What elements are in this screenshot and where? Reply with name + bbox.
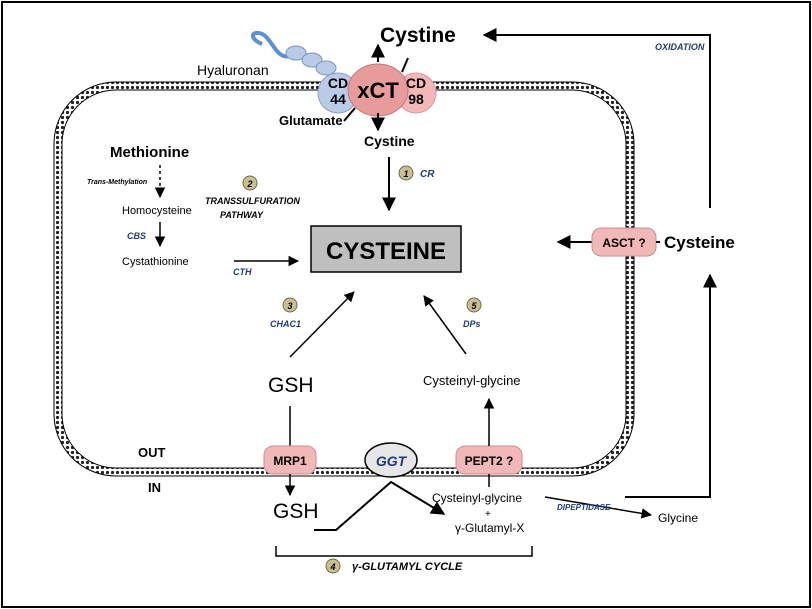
asct-label: ASCT ? [602,236,645,250]
out-label: OUT [138,445,166,460]
badge-1 [398,165,414,181]
transsulfuration-line2: PATHWAY [220,210,264,220]
badge-2-text: 2 [246,179,252,189]
cysteine-outer-label: Cysteine [664,233,735,252]
chac1-label: CHAC1 [270,319,301,329]
hyaluronan-chain [251,31,291,59]
glutamate-line [343,107,356,122]
homocysteine-label: Homocysteine [122,205,192,217]
gamma-cycle-bracket [275,546,533,557]
glutamate-label: Glutamate [279,113,343,128]
mrp1-label: MRP1 [273,454,307,468]
cysgly-outer-label: Cysteinyl-glycine [432,491,522,505]
trans-methylation-label: Trans-Methylation [87,179,147,186]
ggt-enzyme [364,442,418,478]
badge-2 [242,175,258,191]
oxidation-path [482,28,711,208]
cd44-label-bottom: 44 [330,91,346,107]
gamma-glutamyl-x-label: γ-Glutamyl-X [455,521,524,535]
cd98-label-bottom: 98 [408,91,424,107]
cystathionine-label: Cystathionine [122,256,189,268]
ggt-label: GGT [376,453,408,469]
arrow-chac1 [289,291,355,358]
badge-4-text: 4 [329,562,335,572]
arrow-ggt-reaction [314,480,446,531]
badge-1-text: 1 [403,169,408,179]
cbs-label: CBS [127,231,146,241]
cystine-top-label: Cystine [380,24,456,47]
gamma-cycle-label: γ-GLUTAMYL CYCLE [352,561,463,573]
plus-label: + [485,509,491,520]
arrow-dps [423,295,467,355]
badge-4 [325,558,341,574]
dipeptidase-label: DIPEPTIDASE [557,503,611,512]
oxidation-label: OXIDATION [655,42,705,52]
cd44-label-top: CD [328,75,348,91]
badge-3-text: 3 [287,301,292,311]
gsh-outer-label: GSH [273,500,319,523]
cysteine-center-label: CYSTEINE [326,238,446,265]
arrow-to-cysteine [625,273,717,498]
cysgly-inner-label: Cysteinyl-glycine [423,373,521,388]
xct-label: xCT [357,78,399,103]
cysteine-box [310,225,462,273]
transsulfuration-line1: TRANSSULFURATION [205,196,300,206]
hyaluronan-beads [285,45,337,76]
badge-3 [282,297,298,313]
pept2-label: PEPT2 ? [465,454,514,468]
dps-label: DPs [463,319,481,329]
badge-5 [466,297,482,313]
in-label: IN [148,480,161,495]
badge-5-text: 5 [471,301,477,311]
gsh-inner-label: GSH [268,374,314,397]
xct-line-right [401,57,409,73]
cystine-inner-label: Cystine [364,133,415,149]
cth-label: CTH [233,267,252,277]
glycine-label: Glycine [658,511,698,525]
cr-label: CR [420,169,435,180]
hyaluronan-label: Hyaluronan [197,62,269,78]
cd98-label-top: CD [406,75,426,91]
methionine-label: Methionine [110,144,189,161]
arrow-dipeptidase [544,496,653,519]
